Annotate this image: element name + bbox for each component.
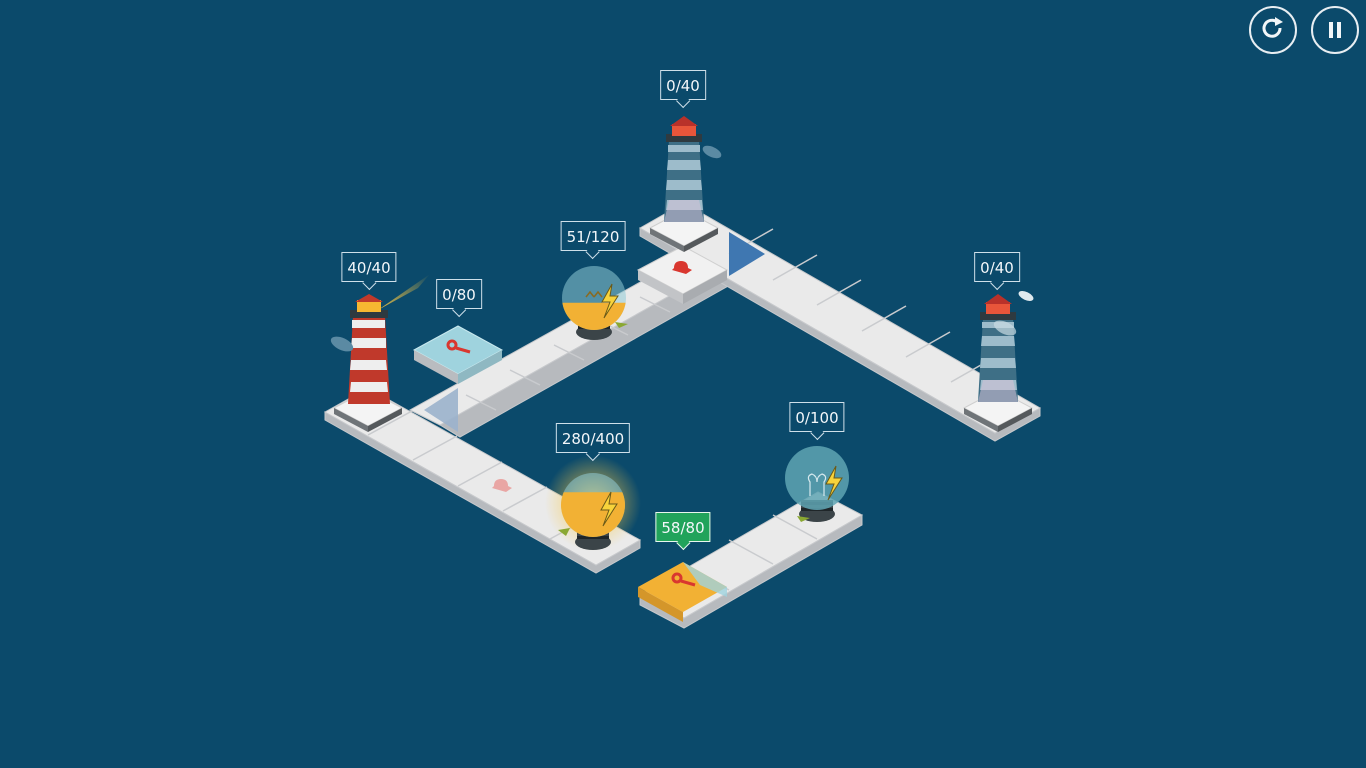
lock-north[interactable] <box>636 245 729 304</box>
key-tile-west[interactable] <box>412 325 504 384</box>
lock-south[interactable] <box>492 479 512 492</box>
key-icon <box>446 339 471 354</box>
bulb-lower-counter: 280/400 <box>555 423 631 453</box>
key-icon <box>671 572 696 587</box>
lighthouse-west-counter: 40/40 <box>341 252 397 282</box>
restart-icon <box>1262 17 1283 38</box>
lighthouse-east[interactable] <box>962 289 1035 432</box>
key-tile-south-counter: 58/80 <box>655 512 711 542</box>
key-tile-south[interactable] <box>638 562 727 622</box>
cloud-icon <box>1018 291 1034 301</box>
pause-icon <box>1329 22 1341 38</box>
light-beam <box>378 274 430 310</box>
corner-turn-tile[interactable] <box>729 232 765 276</box>
cloud-icon <box>702 145 722 159</box>
lighthouse-east-counter: 0/40 <box>974 252 1020 282</box>
lightning-icon <box>825 465 843 501</box>
lighthouse-north[interactable] <box>648 116 723 252</box>
lock-icon <box>492 479 512 492</box>
cloud-icon <box>993 320 1017 336</box>
lock-icon <box>672 261 692 274</box>
bulb-right-counter: 0/100 <box>789 402 845 432</box>
restart-button[interactable] <box>1249 6 1297 54</box>
lighthouse-west[interactable] <box>329 274 430 432</box>
pause-button[interactable] <box>1311 6 1359 54</box>
cloud-icon <box>330 336 354 352</box>
key-tile-west-counter: 0/80 <box>436 279 482 309</box>
lightning-icon <box>600 491 618 527</box>
lightning-icon <box>601 283 619 319</box>
bulb-right[interactable] <box>785 446 849 522</box>
bulb-upper-counter: 51/120 <box>560 221 626 251</box>
lighthouse-north-counter: 0/40 <box>660 70 706 100</box>
bulb-lower[interactable] <box>545 455 641 551</box>
bulb-upper[interactable] <box>562 266 628 340</box>
corner-turn-tile[interactable] <box>424 388 458 432</box>
